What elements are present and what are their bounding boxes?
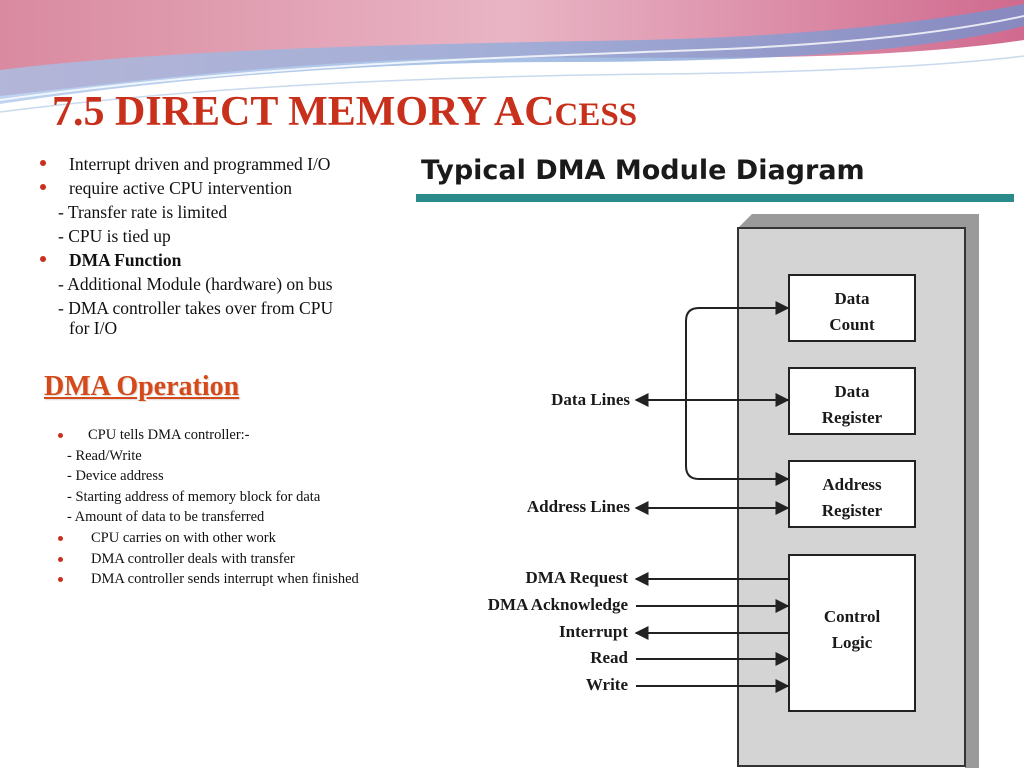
operation-item: DMA controller deals with transfer: [58, 549, 359, 570]
sub-bullet-item: - DMA controller takes over from CPU: [58, 298, 334, 318]
sub-bullet-item: - CPU is tied up: [58, 226, 171, 246]
signal-label-read: Read: [590, 648, 628, 667]
data-count-label-2: Count: [829, 315, 875, 334]
sub-bullet-continuation: for I/O: [69, 318, 118, 338]
control-logic-block: [788, 554, 916, 712]
signal-label-write: Write: [586, 675, 629, 694]
bullet-item: require active CPU intervention: [40, 176, 333, 200]
control-logic-label-2: Logic: [832, 633, 873, 652]
operation-sub-item: - Device address: [67, 468, 164, 485]
dma-operation-heading: DMA Operation: [44, 371, 240, 402]
signal-label-data-lines: Data Lines: [551, 390, 630, 409]
control-logic-label-1: Control: [824, 607, 881, 626]
intro-bullet-list: Interrupt driven and programmed I/O requ…: [40, 152, 333, 337]
operation-item: CPU carries on with other work: [58, 528, 359, 549]
address-register-label-2: Register: [822, 501, 883, 520]
dma-module-diagram: Data Count Data Register Address Registe…: [488, 214, 979, 768]
signal-label-dma-request: DMA Request: [526, 568, 629, 587]
signal-label-address-lines: Address Lines: [527, 497, 631, 516]
address-register-label-1: Address: [822, 475, 882, 494]
bullet-item: Interrupt driven and programmed I/O: [40, 152, 333, 176]
sub-bullet-item: - Transfer rate is limited: [58, 202, 228, 222]
data-count-label-1: Data: [835, 289, 870, 308]
data-register-block: [788, 367, 916, 435]
address-register-block: [788, 460, 916, 528]
slide-title-main: 7.5 DIRECT MEMORY AC: [52, 89, 555, 135]
diagram-title-underline: [416, 194, 1014, 202]
operation-sub-item: - Amount of data to be transferred: [67, 509, 265, 526]
data-register-label-2: Register: [822, 408, 883, 427]
decorative-wave-header: [0, 0, 1024, 118]
diagram-title: Typical DMA Module Diagram: [421, 155, 865, 186]
bullet-item-dma-function: DMA Function: [40, 248, 333, 272]
data-count-block: [788, 274, 916, 342]
operation-item: DMA controller sends interrupt when fini…: [58, 569, 359, 590]
slide-title-tail: CESS: [554, 97, 638, 133]
sub-bullet-item: - Additional Module (hardware) on bus: [58, 274, 333, 294]
slide-title: 7.5 DIRECT MEMORY ACCESS: [52, 88, 637, 136]
signal-label-interrupt: Interrupt: [559, 622, 628, 641]
operation-sub-item: - Starting address of memory block for d…: [67, 488, 321, 505]
operation-sub-item: - Read/Write: [67, 447, 142, 464]
data-register-label-1: Data: [835, 382, 870, 401]
operation-bullet-list: CPU tells DMA controller:- - Read/Write …: [58, 425, 359, 590]
operation-item: CPU tells DMA controller:-: [58, 425, 359, 446]
signal-label-dma-acknowledge: DMA Acknowledge: [488, 595, 629, 614]
